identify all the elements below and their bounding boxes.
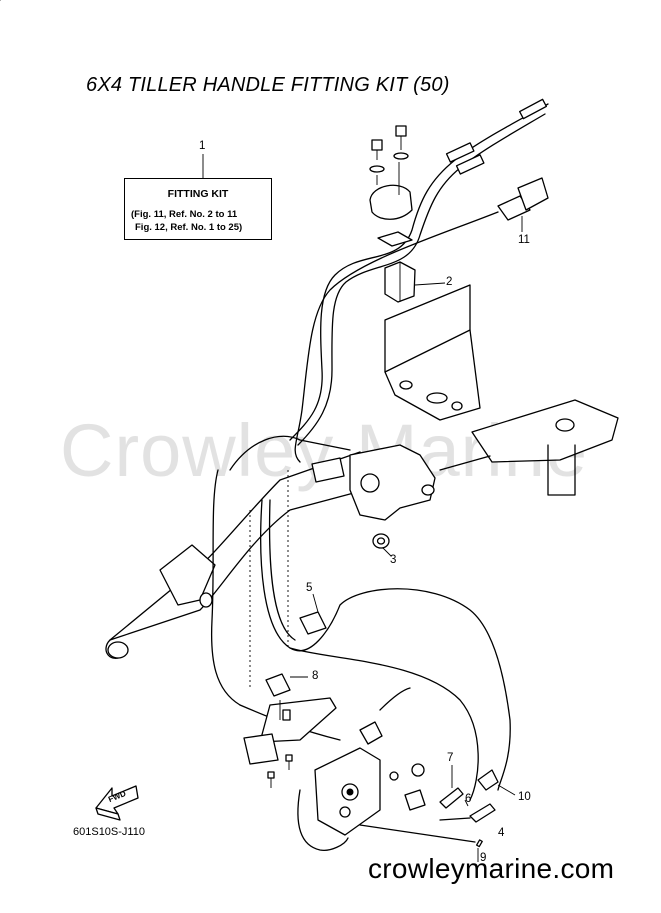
nut-3	[372, 533, 392, 557]
bolts-washers	[369, 125, 413, 220]
callout-8: 8	[312, 670, 319, 682]
clip-8	[265, 673, 308, 697]
fitting-kit-box: FITTING KIT (Fig. 11, Ref. No. 2 to 11 F…	[124, 178, 272, 240]
callout-9: 9	[480, 852, 487, 864]
kit-line-2: Fig. 12, Ref. No. 1 to 25)	[135, 222, 243, 233]
cable-joints	[359, 765, 516, 862]
callout-1: 1	[199, 140, 206, 152]
callout-10: 10	[518, 791, 531, 803]
callout-6: 6	[465, 793, 472, 805]
tiller-handle	[105, 435, 436, 706]
callout-4: 4	[498, 827, 505, 839]
engine-bracket	[384, 284, 619, 496]
kit-heading: FITTING KIT	[167, 188, 229, 200]
callout-5: 5	[306, 582, 313, 594]
diagram-code: 601S10S-J110	[73, 826, 145, 838]
mounting-plate	[243, 697, 337, 788]
kit-line-1: (Fig. 11, Ref. No. 2 to 11	[131, 209, 238, 220]
callout-7: 7	[447, 752, 454, 764]
cable-clamp	[377, 231, 446, 303]
cable-sleeve	[445, 142, 475, 163]
callout-3: 3	[390, 554, 397, 566]
fwd-arrow-icon	[95, 785, 139, 821]
clip-5	[299, 593, 327, 635]
control-cables	[289, 98, 549, 446]
shift-mechanism	[0, 0, 426, 851]
callout-2: 2	[446, 276, 453, 288]
page-title: 6X4 TILLER HANDLE FITTING KIT (50)	[86, 74, 450, 96]
website-link[interactable]: crowleymarine.com	[368, 853, 615, 884]
electric-cable	[294, 177, 549, 463]
callout-11: 11	[518, 234, 530, 246]
cable-end-fitting	[518, 98, 548, 120]
